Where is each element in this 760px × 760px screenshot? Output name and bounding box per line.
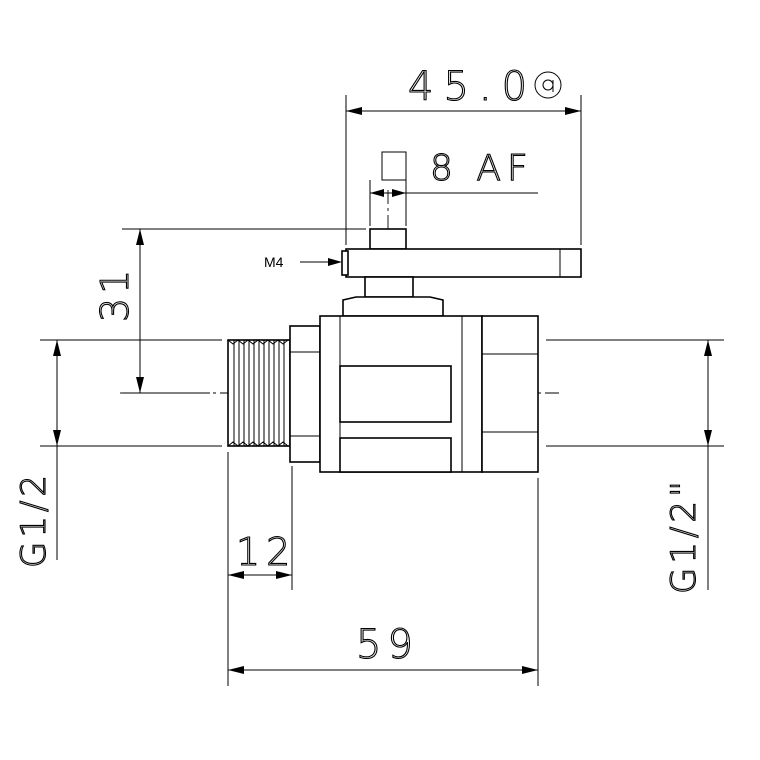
thread-grooves: [227, 339, 289, 447]
male-thread-label: G1/2: [14, 471, 54, 568]
lever-handle: [345, 248, 582, 278]
dimension-lines: [53, 107, 712, 674]
stem-square: [369, 228, 407, 250]
handle-height-label: 31: [93, 266, 137, 322]
extension-lines: [40, 95, 724, 686]
female-thread-label: G1/2": [664, 477, 704, 594]
thread-length-label: 12: [236, 530, 296, 574]
dimension-labels: 45.0 8 AF M4 31 G1/2 G1/2" 12 59: [13, 63, 704, 668]
handle-screw-label: M4: [264, 254, 284, 270]
circle-a-symbol: [534, 71, 562, 99]
overall-length-label: 59: [356, 622, 419, 668]
female-thread-end: [481, 315, 539, 473]
handle-screw-head: [341, 250, 349, 276]
handle-length-label: 45.0: [408, 64, 537, 110]
gland-nut: [342, 296, 444, 317]
left-hex: [289, 325, 321, 463]
dimension-symbols: [381, 71, 562, 181]
square-symbol: [381, 151, 407, 181]
square-drive-label: 8 AF: [430, 148, 534, 189]
body-window-lower: [339, 437, 452, 473]
body-window-upper: [339, 365, 452, 423]
stem-neck: [364, 276, 414, 298]
valve-body: [227, 315, 539, 473]
